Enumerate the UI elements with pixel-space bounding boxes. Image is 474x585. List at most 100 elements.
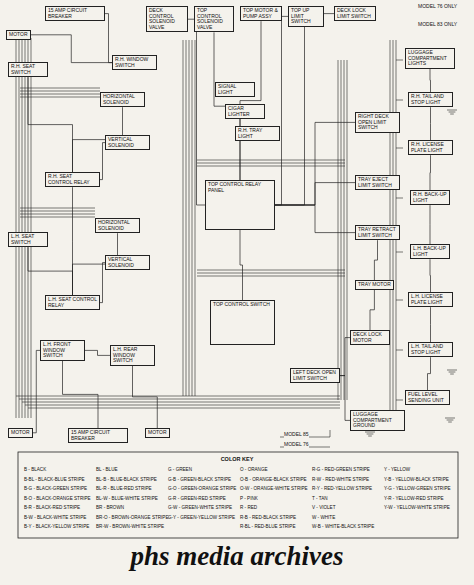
wire-bundle bbox=[16, 38, 17, 418]
wire-bundle bbox=[25, 38, 26, 418]
component-label: L.H. TAIL AND STOP LIGHT bbox=[411, 344, 450, 355]
wire-bundle bbox=[19, 399, 340, 400]
component-label: L.H. SEAT SWITCH bbox=[11, 234, 45, 245]
component-box: L.H. BACK-UP LIGHT bbox=[410, 244, 450, 259]
wire-connector bbox=[430, 69, 432, 92]
wire-bundle bbox=[396, 148, 403, 149]
component-box: MOTOR bbox=[8, 428, 33, 438]
wire-connector bbox=[275, 183, 355, 205]
wire-bundle bbox=[396, 60, 403, 61]
wire-bundle bbox=[197, 273, 345, 274]
wire-bundle bbox=[197, 276, 345, 277]
component-label: LUGGAGE COMPARTMENT LIGHTS bbox=[408, 50, 452, 67]
component-box: RIGHT DECK OPEN LIMIT SWITCH bbox=[355, 112, 400, 133]
component-label: R.H. WINDOW SWITCH bbox=[115, 57, 154, 68]
wire-bundle bbox=[396, 350, 403, 351]
component-box: R.H. SEAT SWITCH bbox=[8, 62, 48, 77]
wire-connector bbox=[275, 16, 288, 205]
component-label: CIGAR LIGHTER bbox=[228, 106, 262, 117]
component-box: MOTOR bbox=[145, 428, 170, 438]
wire-connector bbox=[430, 205, 431, 244]
component-box: R.H. LICENSE PLATE LIGHT bbox=[408, 140, 453, 155]
wire-bundle bbox=[195, 40, 196, 396]
color-key-entry: R-BL - RED-BLUE STRIPE bbox=[240, 524, 295, 529]
wire-bundle bbox=[20, 94, 100, 95]
wire-connector bbox=[28, 77, 73, 172]
component-label: RIGHT DECK OPEN LIMIT SWITCH bbox=[358, 114, 397, 131]
wire-bundle bbox=[341, 60, 342, 400]
component-label: 15 AMP CIRCUIT BREAKER bbox=[71, 430, 125, 441]
component-box: SIGNAL LIGHT bbox=[215, 82, 255, 97]
wire-bundle bbox=[338, 60, 339, 400]
wire-bundle bbox=[31, 38, 32, 418]
component-box: TOP CONTROL RELAY PANEL bbox=[205, 180, 275, 230]
color-key-entry: G-O - GREEN-ORANGE STRIPE bbox=[168, 486, 236, 491]
wire-bundle bbox=[396, 300, 403, 301]
wire-bundle bbox=[197, 166, 345, 167]
component-label: R.H. BACK-UP LIGHT bbox=[413, 192, 447, 203]
wire-bundle bbox=[183, 40, 184, 396]
ground-symbol bbox=[449, 372, 456, 373]
component-label: R.H. TAIL AND STOP LIGHT bbox=[411, 94, 450, 105]
component-label: R.H. SEAT SWITCH bbox=[11, 64, 45, 75]
component-box: TOP UP LIMIT SWITCH bbox=[288, 6, 324, 27]
color-key-entry: BL-R - BLUE-RED STRIPE bbox=[96, 486, 152, 491]
wire-bundle bbox=[197, 160, 345, 161]
ground-symbol bbox=[449, 112, 456, 113]
component-box: TRAY RETRACT LIMIT SWITCH bbox=[355, 225, 400, 240]
wire-bundle bbox=[28, 408, 340, 409]
component-box: VERTICAL SOLENOID bbox=[105, 255, 150, 270]
color-key-entry: G-Y - GREEN-YELLOW STRIPE bbox=[168, 515, 235, 520]
component-label: L.H. SEAT CONTROL RELAY bbox=[48, 297, 97, 308]
component-label: TOP UP LIMIT SWITCH bbox=[291, 8, 321, 25]
color-key-entry: B-R - BLACK-RED STRIPE bbox=[24, 505, 80, 510]
color-key-entry: G-R - GREEN-RED STRIPE bbox=[168, 496, 226, 501]
color-key-entry: G-W - GREEN-WHITE STRIPE bbox=[168, 505, 232, 510]
color-key-entry: R-B - RED-BLACK STRIPE bbox=[240, 515, 296, 520]
component-box: R.H. TRAY LIGHT bbox=[235, 126, 280, 141]
color-key-entry: G-B - GREEN-BLACK STRIPE bbox=[168, 477, 231, 482]
component-label: TOP CONTROL SWITCH bbox=[213, 302, 272, 308]
component-box: R.H. WINDOW SWITCH bbox=[112, 55, 157, 70]
note-label: MODEL 76 ONLY bbox=[418, 4, 457, 10]
color-key-entry: B-BL - BLACK-BLUE STRIPE bbox=[24, 477, 85, 482]
color-key-entry: B-W - BLACK-WHITE STRIPE bbox=[24, 515, 86, 520]
component-label: VERTICAL SOLENOID bbox=[108, 257, 147, 268]
component-box: TOP CONTROL SWITCH bbox=[210, 300, 275, 345]
color-key-entry: BL-B - BLUE-BLACK STRIPE bbox=[96, 477, 157, 482]
component-label: TOP CONTROL RELAY PANEL bbox=[208, 182, 272, 193]
wire-connector bbox=[430, 259, 432, 292]
wire-bundle bbox=[20, 211, 95, 212]
wire-bundle bbox=[19, 38, 20, 418]
note-label: MODEL 85 bbox=[284, 432, 309, 438]
wire-connector bbox=[105, 14, 112, 63]
component-box: DECK CONTROL SOLENOID VALVE bbox=[146, 6, 188, 32]
component-label: L.H. FRONT WINDOW SWITCH bbox=[43, 342, 82, 359]
note-label: MODEL 76 bbox=[284, 442, 309, 448]
wire-connector bbox=[33, 350, 40, 432]
watermark: phs media archives bbox=[131, 542, 344, 572]
component-label: DECK LOCK LIMIT SWITCH bbox=[337, 8, 373, 19]
color-key-entry: Y-W - YELLOW-WHITE STRIPE bbox=[384, 505, 450, 510]
component-label: LEFT DECK OPEN LIMIT SWITCH bbox=[293, 370, 337, 381]
component-box: 15 AMP CIRCUIT BREAKER bbox=[45, 6, 105, 21]
component-label: DECK LOCK MOTOR bbox=[353, 332, 387, 343]
component-box: HORIZONTAL SOLENOID bbox=[100, 92, 145, 107]
wire-bundle bbox=[186, 40, 187, 396]
wire-bundle bbox=[197, 163, 345, 164]
component-label: TRAY MOTOR bbox=[358, 282, 391, 288]
color-key-entry: BL - BLUE bbox=[96, 467, 118, 472]
color-key-entry: R-G - RED-GREEN STRIPE bbox=[312, 467, 370, 472]
ground-symbol bbox=[368, 436, 372, 437]
wire-connector bbox=[430, 155, 432, 190]
ground-symbol bbox=[445, 418, 455, 419]
component-label: R.H. LICENSE PLATE LIGHT bbox=[411, 142, 450, 153]
wire-bundle bbox=[396, 198, 403, 199]
color-key-entry: Y-R - YELLOW-RED STRIPE bbox=[384, 496, 444, 501]
wire-connector bbox=[28, 247, 73, 295]
ground-symbol bbox=[448, 422, 452, 423]
component-label: TOP CONTROL SOLENOID VALVE bbox=[197, 8, 231, 30]
wire-connector bbox=[275, 14, 334, 205]
color-key-entry: W-B - WHITE-BLACK STRIPE bbox=[312, 524, 374, 529]
component-box: TRAY MOTOR bbox=[355, 280, 394, 290]
